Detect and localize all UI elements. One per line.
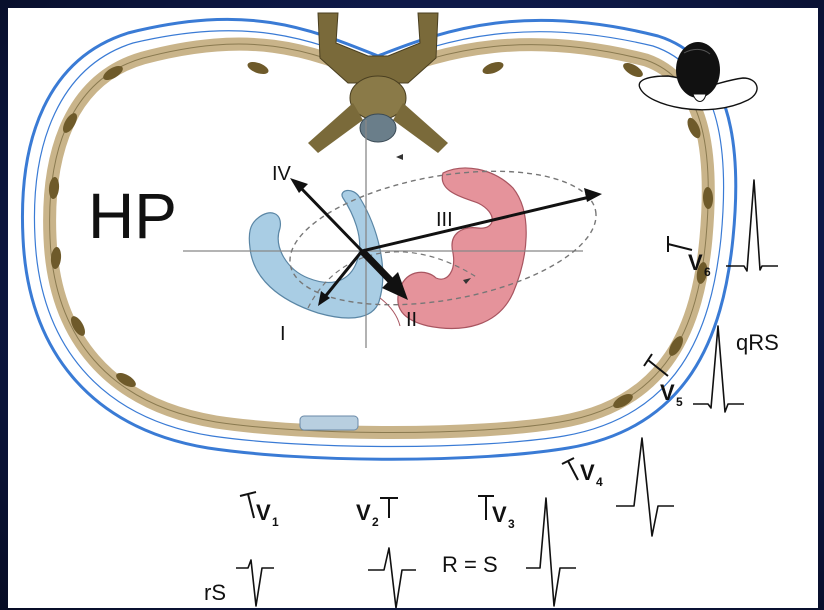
loop-direction-arrow-top bbox=[396, 154, 403, 160]
vector-iii-arrowhead bbox=[584, 188, 602, 202]
lead-v1: V 1 bbox=[240, 492, 279, 529]
diagram-panel: HP IV III I II V 1 V 2 bbox=[8, 8, 818, 608]
lead-v2-sub: 2 bbox=[372, 515, 379, 529]
electrode-v2-icon bbox=[380, 498, 398, 518]
interventricular-septum bbox=[380, 298, 400, 326]
complex-label-v5: qRS bbox=[736, 330, 779, 355]
lead-v3: V 3 bbox=[478, 496, 515, 531]
vector-label-ii: II bbox=[406, 309, 417, 331]
left-ventricle bbox=[398, 168, 526, 328]
lead-v3-label: V bbox=[492, 502, 507, 527]
qrs-complex-v4 bbox=[616, 438, 674, 536]
lead-v5-sub: 5 bbox=[676, 395, 683, 409]
lead-v1-label: V bbox=[256, 500, 271, 525]
spine bbox=[308, 13, 448, 153]
lead-v6-label: V bbox=[688, 250, 703, 275]
electrode-v4-icon bbox=[562, 458, 578, 480]
plane-label: HP bbox=[88, 180, 177, 252]
diagram-canvas: HP IV III I II V 1 V 2 bbox=[8, 8, 818, 608]
qrs-complex-v1 bbox=[236, 560, 274, 606]
vector-label-i: I bbox=[280, 323, 286, 345]
lead-v1-sub: 1 bbox=[272, 515, 279, 529]
qrs-complex-v2 bbox=[368, 548, 416, 608]
complex-label-v3: R = S bbox=[442, 552, 498, 577]
lead-v3-sub: 3 bbox=[508, 517, 515, 531]
vector-label-iii: III bbox=[436, 209, 453, 231]
lead-v4: V 4 bbox=[562, 458, 603, 489]
lead-v2-label: V bbox=[356, 500, 371, 525]
sternum bbox=[300, 416, 358, 430]
head-top-view-icon bbox=[639, 42, 757, 110]
qrs-complex-v3 bbox=[526, 498, 576, 606]
lead-v4-sub: 4 bbox=[596, 475, 603, 489]
vector-label-iv: IV bbox=[272, 163, 292, 185]
electrode-v1-icon bbox=[240, 492, 256, 518]
lead-v5-label: V bbox=[660, 380, 675, 405]
complex-label-v1: rS bbox=[204, 580, 226, 605]
lead-v4-label: V bbox=[580, 460, 595, 485]
lead-v6-sub: 6 bbox=[704, 265, 711, 279]
lead-v2: V 2 bbox=[356, 498, 398, 529]
